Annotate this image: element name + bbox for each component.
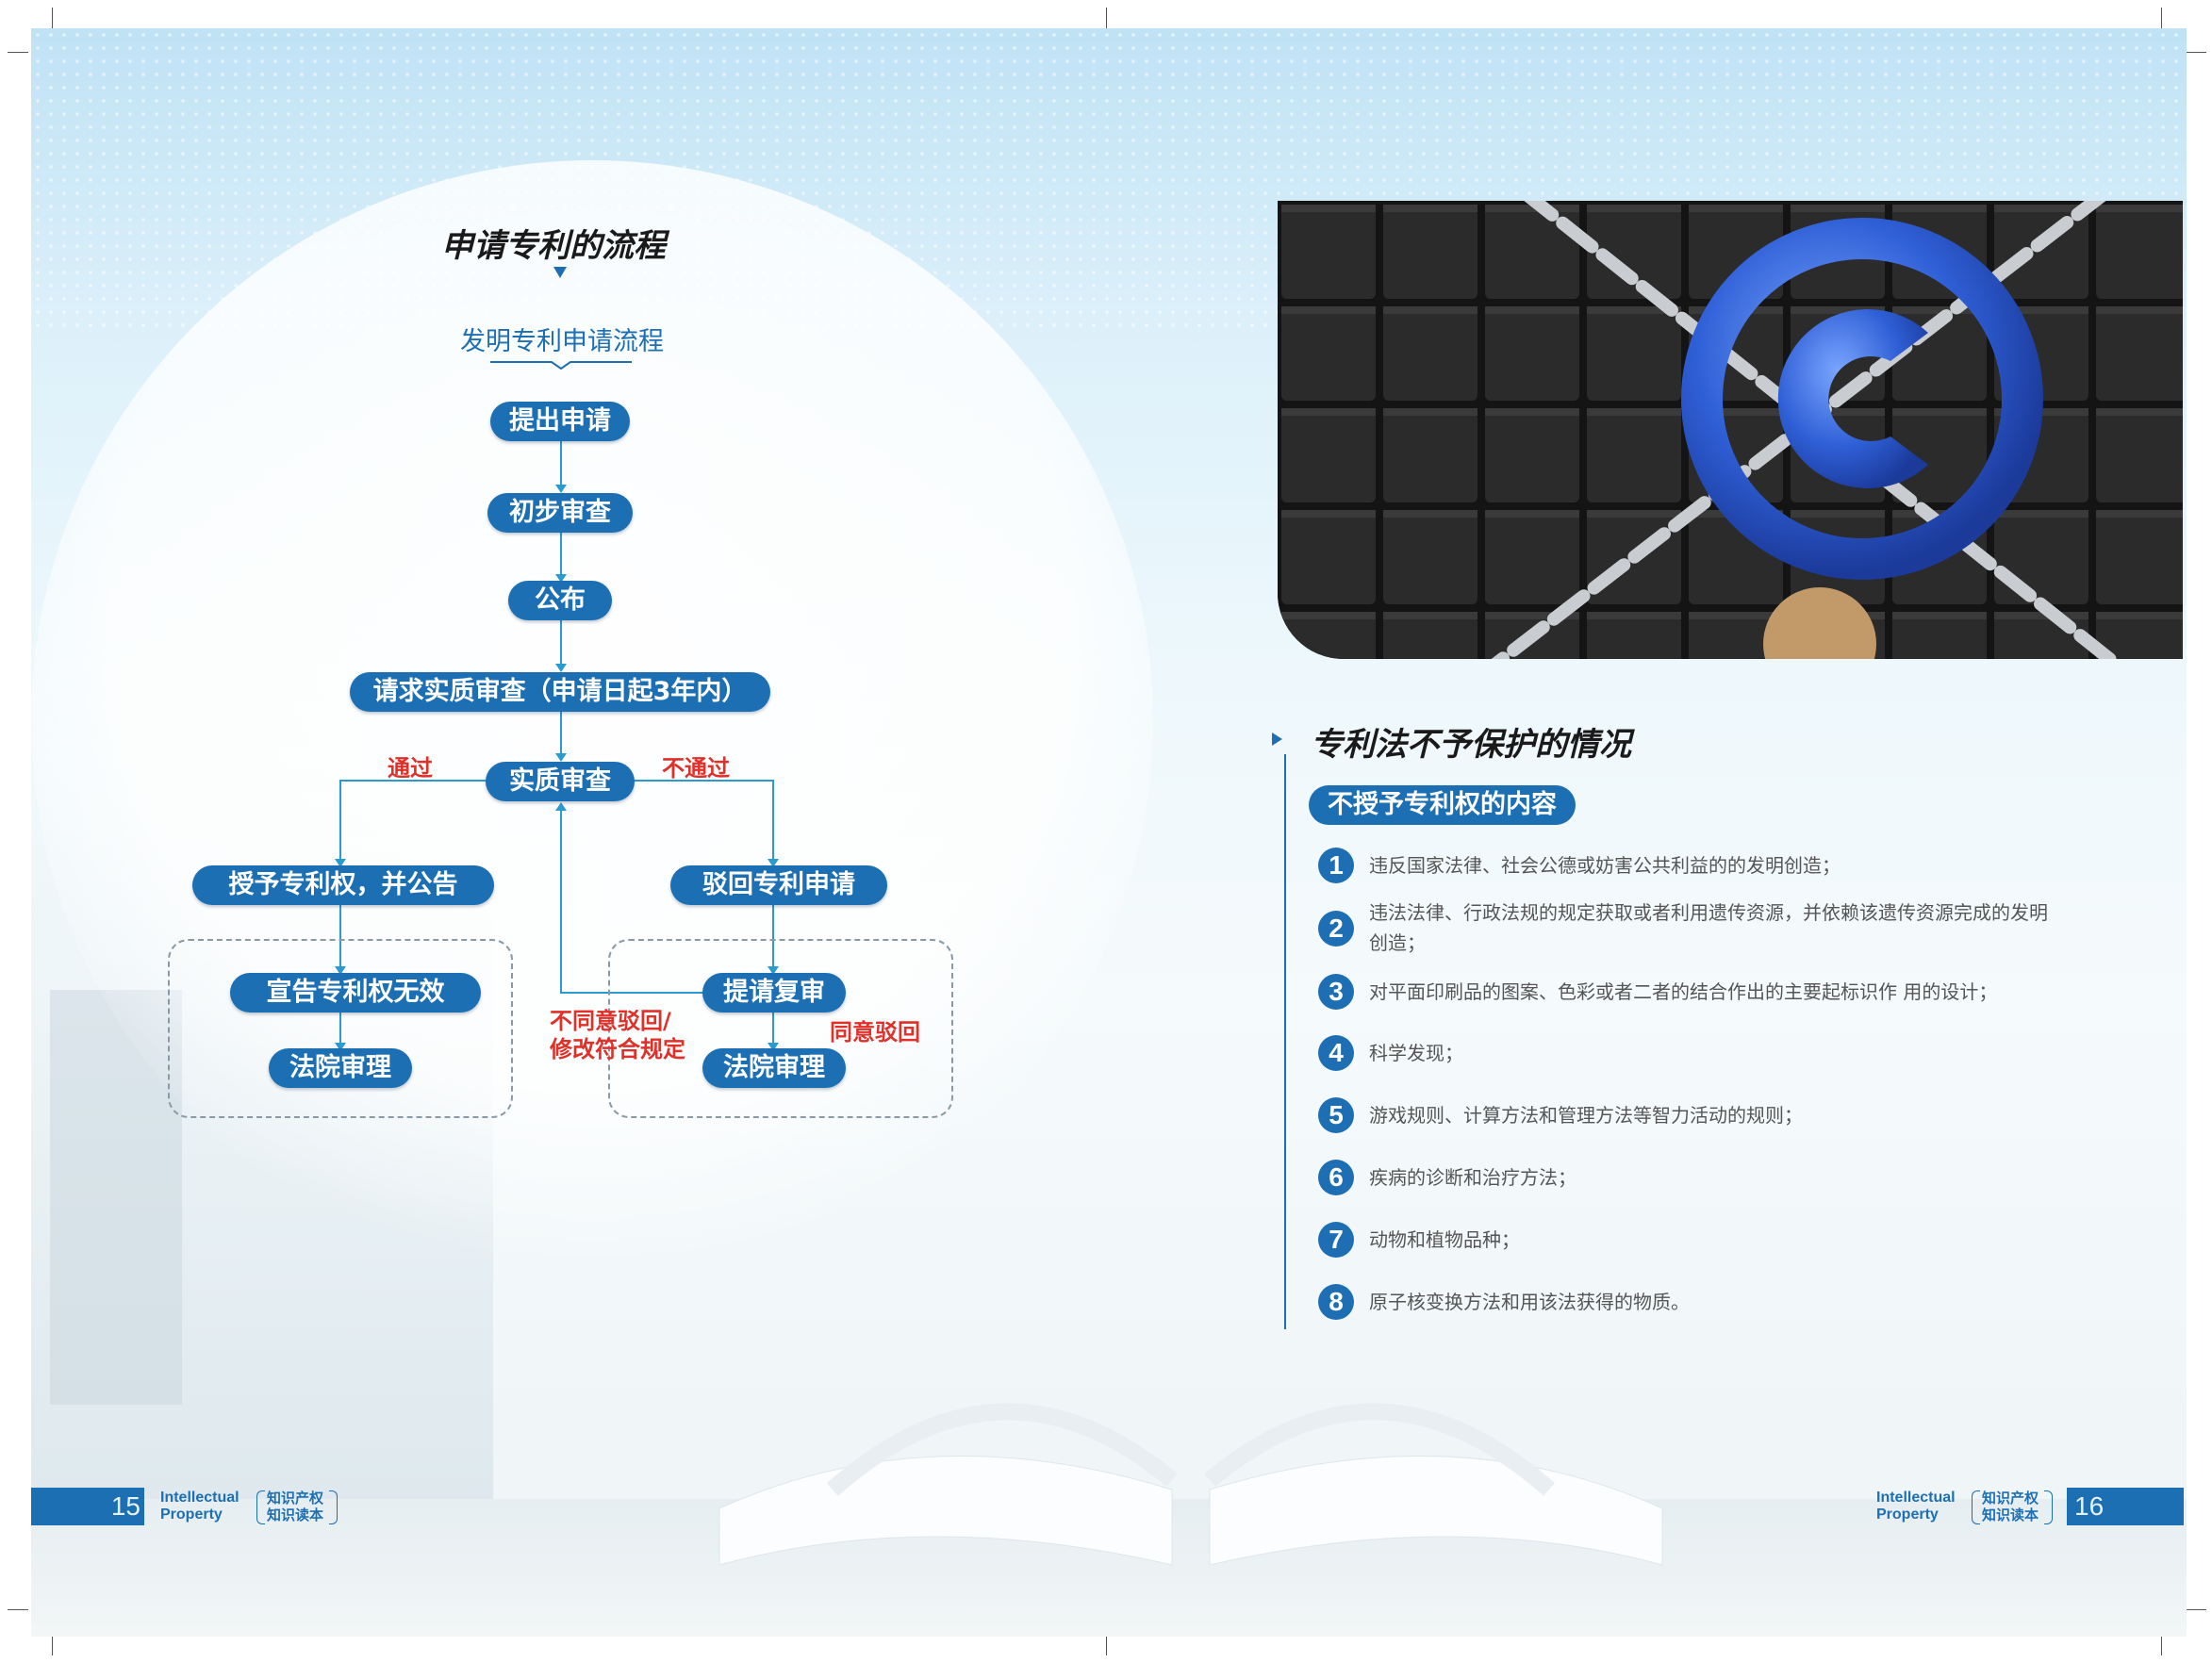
connector (772, 780, 774, 864)
node-court-right: 法院审理 (702, 1048, 846, 1088)
page-number-bar-left: 15 (31, 1488, 144, 1525)
list-item: 违反国家法律、社会公德或妨害公共利益的的发明创造； (1369, 854, 1841, 877)
list-item: 疾病的诊断和治疗方法； (1369, 1166, 1576, 1189)
arrow-down-icon (555, 485, 567, 493)
node-grant-patent: 授予专利权，并公告 (192, 865, 494, 905)
number-badge: 5 (1318, 1097, 1354, 1133)
node-preliminary-exam: 初步审查 (487, 493, 633, 533)
crop-mark (8, 1609, 28, 1610)
list-item: 游戏规则、计算方法和管理方法等智力活动的规则； (1369, 1104, 1803, 1127)
connector (339, 1013, 341, 1048)
arrow-down-icon (335, 966, 346, 975)
node-court-left: 法院审理 (269, 1048, 412, 1088)
arrow-down-icon (555, 753, 567, 762)
label-pass: 通过 (388, 755, 433, 782)
right-section-title: 专利法不予保护的情况 (1311, 726, 1631, 764)
node-declare-invalid: 宣告专利权无效 (230, 973, 481, 1013)
arrow-down-icon (555, 664, 567, 672)
number-badge: 6 (1318, 1160, 1354, 1195)
vertical-rule (1284, 754, 1286, 1329)
arrow-up-icon (555, 802, 567, 811)
crop-mark (2161, 1635, 2162, 1655)
bracket-right (2044, 1490, 2053, 1524)
open-book-image (718, 1403, 1663, 1566)
dashed-group-left (168, 939, 513, 1118)
title-triangle-icon (553, 267, 567, 278)
connector (339, 780, 487, 782)
connector (634, 780, 773, 782)
node-publish: 公布 (508, 581, 612, 620)
crop-mark (1106, 1635, 1107, 1655)
arrow-down-icon (768, 966, 779, 975)
arrow-down-icon (555, 574, 567, 583)
node-request-substantive-exam: 请求实质审查（申请日起3年内） (350, 672, 770, 712)
number-badge: 2 (1318, 911, 1354, 947)
number-badge: 4 (1318, 1035, 1354, 1071)
label-fail: 不通过 (662, 755, 730, 782)
dashed-group-right (608, 939, 953, 1118)
copyright-chains-image (1278, 201, 2183, 659)
node-submit-application: 提出申请 (490, 402, 630, 441)
number-badge: 8 (1318, 1284, 1354, 1320)
connector (339, 780, 341, 864)
node-request-review: 提请复审 (702, 973, 846, 1013)
brand-cn: 知识产权 知识读本 (267, 1490, 324, 1523)
title-triangle-icon (1272, 733, 1282, 746)
number-badge: 7 (1318, 1222, 1354, 1258)
crop-mark (2161, 8, 2162, 28)
copyright-icon (1278, 201, 2183, 659)
brand-en: Intellectual Property (1876, 1490, 1956, 1523)
crop-mark (52, 8, 53, 28)
flow-subtitle: 发明专利申请流程 (460, 327, 664, 356)
connector (772, 1013, 774, 1048)
connector (560, 441, 562, 490)
list-item: 对平面印刷品的图案、色彩或者二者的结合作出的主要起标识作 用的设计； (1369, 980, 1998, 1003)
connector (560, 809, 562, 994)
crop-mark (8, 52, 28, 53)
connector (560, 620, 562, 669)
bracket-left (1972, 1490, 1980, 1524)
connector (560, 533, 562, 580)
number-badge: 1 (1318, 848, 1354, 883)
connector (560, 992, 703, 994)
arrow-down-icon (335, 1043, 346, 1051)
tag-not-granted: 不授予专利权的内容 (1309, 785, 1576, 825)
white-circle-backdrop (31, 160, 1153, 1282)
bracket-left (256, 1490, 265, 1524)
subtitle-underline (490, 361, 632, 370)
page-number: 16 (2074, 1491, 2105, 1521)
page-number: 15 (110, 1491, 140, 1521)
connector (339, 905, 341, 971)
brand-en: Intellectual Property (160, 1490, 239, 1523)
list-item: 动物和植物品种； (1369, 1228, 1520, 1251)
label-agree: 同意驳回 (830, 1019, 920, 1046)
node-substantive-exam: 实质审查 (486, 762, 635, 801)
arrow-down-icon (768, 859, 779, 867)
number-badge: 3 (1318, 974, 1354, 1010)
connector (772, 905, 774, 971)
arrow-down-icon (768, 1043, 779, 1051)
list-item: 违法法律、行政法规的规定获取或者利用遗传资源，并依赖该遗传资源完成的发明创造； (1369, 901, 2048, 954)
connector (560, 712, 562, 759)
bracket-right (329, 1490, 338, 1524)
left-section-title: 申请专利的流程 (441, 227, 666, 265)
arrow-down-icon (335, 859, 346, 867)
node-reject-application: 驳回专利申请 (670, 865, 887, 905)
crop-mark (2186, 52, 2206, 53)
list-item: 原子核变换方法和用该法获得的物质。 (1369, 1291, 1690, 1313)
brand-cn: 知识产权 知识读本 (1982, 1490, 2039, 1523)
crop-mark (2186, 1609, 2206, 1610)
crop-mark (52, 1635, 53, 1655)
label-disagree: 不同意驳回/ 修改符合规定 (550, 1008, 685, 1062)
list-item: 科学发现； (1369, 1042, 1463, 1064)
page-number-bar-right: 16 (2067, 1488, 2184, 1525)
crop-mark (1106, 8, 1107, 28)
